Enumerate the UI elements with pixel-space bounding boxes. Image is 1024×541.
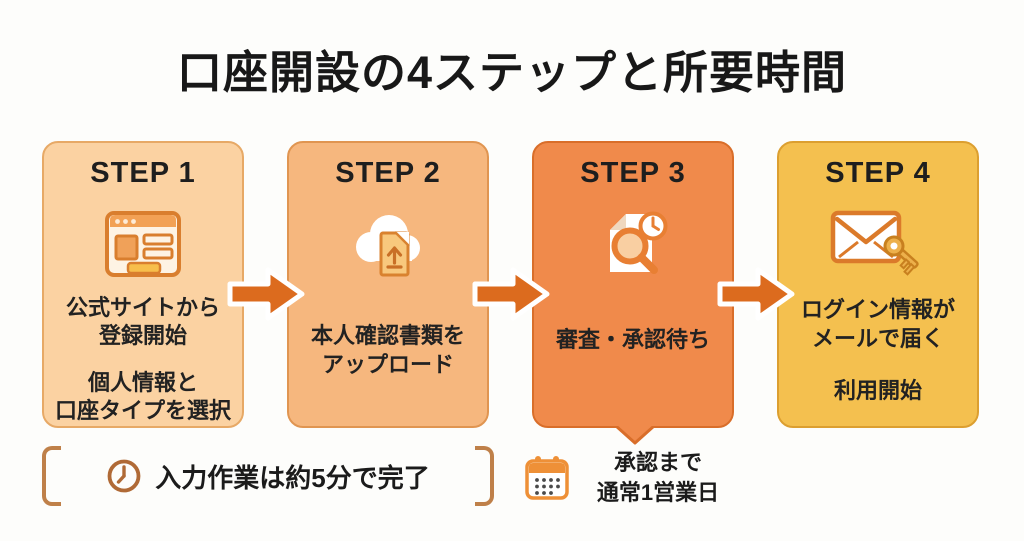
step-3-text-primary: 審査・承認待ち <box>555 327 710 352</box>
arrow-right-icon <box>717 267 795 321</box>
step-card-3: STEP 3 審査・承認待ち <box>532 141 734 428</box>
step-4-text-primary: ログイン情報が メールで届く <box>800 297 955 351</box>
step-1-text-primary: 公式サイトから 登録開始 <box>65 294 220 349</box>
step-1-label: STEP 1 <box>90 157 196 189</box>
step3-pointer <box>614 426 656 445</box>
note-approval-text: 承認まで 通常1営業日 <box>596 450 720 505</box>
step-card-2: STEP 2 本人確認書類を アップロード <box>287 141 489 428</box>
step-3-label: STEP 3 <box>580 157 686 189</box>
arrow-right-icon <box>227 267 305 321</box>
step-4-text-secondary: 利用開始 <box>833 378 922 404</box>
note-entry-time-content: 入力作業は約5分で完了 <box>42 444 494 508</box>
note-entry-time: 入力作業は約5分で完了 <box>42 444 494 508</box>
step-1-text-secondary: 個人情報と 口座タイプを選択 <box>54 369 231 424</box>
review-search-clock-icon <box>589 198 677 290</box>
step-2-label: STEP 2 <box>335 157 441 189</box>
mail-key-icon <box>830 198 926 290</box>
note-approval-time: 承認まで 通常1営業日 <box>524 448 734 507</box>
browser-form-icon <box>103 198 183 290</box>
page-title: 口座開設の4ステップと所要時間 <box>176 47 848 98</box>
bracket-right <box>475 446 494 506</box>
cloud-upload-icon <box>344 198 432 290</box>
step-card-4: STEP 4 ログイン情報が メールで届く 利用開始 <box>777 141 979 428</box>
calendar-icon <box>525 455 569 500</box>
step-4-label: STEP 4 <box>825 157 931 189</box>
arrow-right-icon <box>472 267 550 321</box>
step-2-text-primary: 本人確認書類を アップロード <box>310 323 465 377</box>
clock-icon <box>107 459 141 493</box>
step-card-1: STEP 1 公式サイトから 登録開始 個人情報と 口座タイプを選択 <box>42 141 244 428</box>
note-entry-time-text: 入力作業は約5分で完了 <box>155 462 430 493</box>
bracket-left <box>42 446 61 506</box>
